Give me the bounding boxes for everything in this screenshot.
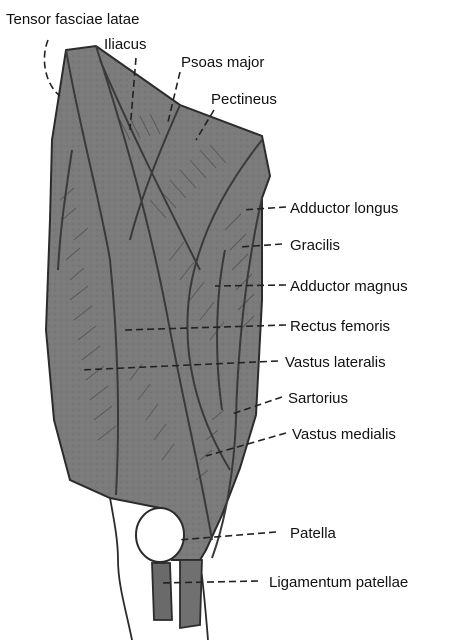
- label-pectineus: Pectineus: [211, 91, 277, 108]
- label-tensor-fasciae-latae: Tensor fasciae latae: [6, 11, 139, 28]
- ligamentum-patellae-shape: [152, 563, 172, 620]
- label-sartorius: Sartorius: [288, 390, 348, 407]
- label-patella: Patella: [290, 525, 337, 542]
- label-gracilis: Gracilis: [290, 237, 340, 254]
- label-vastus-medialis: Vastus medialis: [292, 426, 396, 443]
- label-rectus-femoris: Rectus femoris: [290, 318, 390, 335]
- label-adductor-magnus: Adductor magnus: [290, 278, 408, 295]
- patella-shape: [136, 508, 184, 562]
- label-psoas-major: Psoas major: [181, 54, 264, 71]
- thigh-muscle-mass: [46, 46, 270, 560]
- label-adductor-longus: Adductor longus: [290, 200, 398, 217]
- sartorius-tendon-shape: [180, 560, 202, 628]
- label-ligamentum-patellae: Ligamentum patellae: [269, 574, 408, 591]
- label-iliacus: Iliacus: [104, 36, 147, 53]
- label-vastus-lateralis: Vastus lateralis: [285, 354, 386, 371]
